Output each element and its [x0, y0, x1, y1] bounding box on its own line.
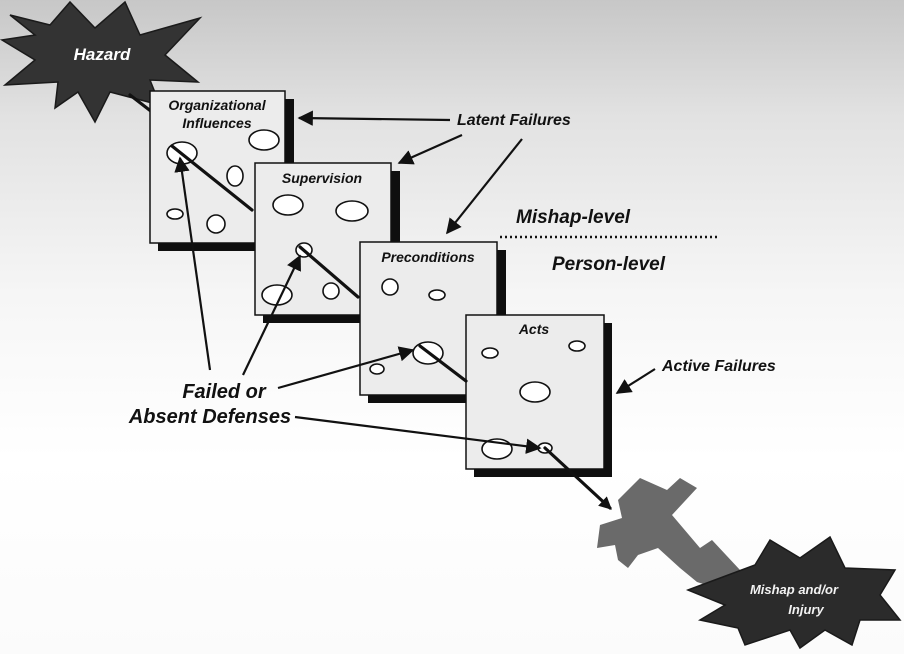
- trajectory-segment: [418, 344, 468, 383]
- defense-arrow-supervision: [242, 254, 301, 376]
- failed-defenses-line1: Failed or: [182, 381, 267, 403]
- hazard-label: Hazard: [74, 45, 131, 64]
- hole: [272, 194, 304, 216]
- active-failures-arrow: [615, 368, 656, 394]
- trajectory-arrow: [543, 446, 612, 510]
- hole: [226, 165, 244, 187]
- layer-title: Supervision: [282, 170, 362, 186]
- hole: [335, 200, 369, 222]
- hole: [322, 282, 340, 300]
- outcome-label-line2: Injury: [788, 602, 824, 617]
- latent-arrow-preconditions: [446, 138, 523, 235]
- hole: [381, 278, 399, 296]
- hole: [428, 289, 446, 301]
- outcome-label-line1: Mishap and/or: [750, 582, 839, 597]
- defense-arrow-preconditions: [277, 346, 415, 390]
- hole: [206, 214, 226, 234]
- failed-defenses-line2: Absent Defenses: [128, 406, 291, 428]
- hole: [519, 381, 551, 403]
- trajectory-segment: [298, 245, 360, 299]
- defense-arrows: [174, 156, 542, 454]
- hole: [369, 363, 385, 375]
- hole: [481, 347, 499, 359]
- active-failures-label: Active Failures: [661, 358, 776, 375]
- layer-title: Acts: [518, 321, 550, 337]
- latent-failures-label: Latent Failures: [457, 112, 571, 129]
- person-level-label: Person-level: [552, 254, 666, 275]
- mishap-level-label: Mishap-level: [516, 207, 631, 228]
- layer-title: Preconditions: [381, 249, 475, 265]
- trajectory-start: [128, 93, 154, 114]
- latent-arrow-supervision: [397, 133, 463, 165]
- mishap-star: Mishap and/or Injury: [685, 535, 902, 650]
- hole: [248, 129, 280, 151]
- hole: [166, 208, 184, 220]
- layer-title-line2: Influences: [182, 115, 251, 131]
- defense-arrow-org: [174, 156, 212, 371]
- broken-arrow: [597, 478, 740, 590]
- latent-arrow-org: [297, 110, 451, 126]
- layer-acts: Acts: [465, 314, 612, 477]
- defense-arrow-acts: [294, 415, 542, 454]
- layer-title-line1: Organizational: [168, 97, 266, 113]
- hole: [568, 340, 586, 352]
